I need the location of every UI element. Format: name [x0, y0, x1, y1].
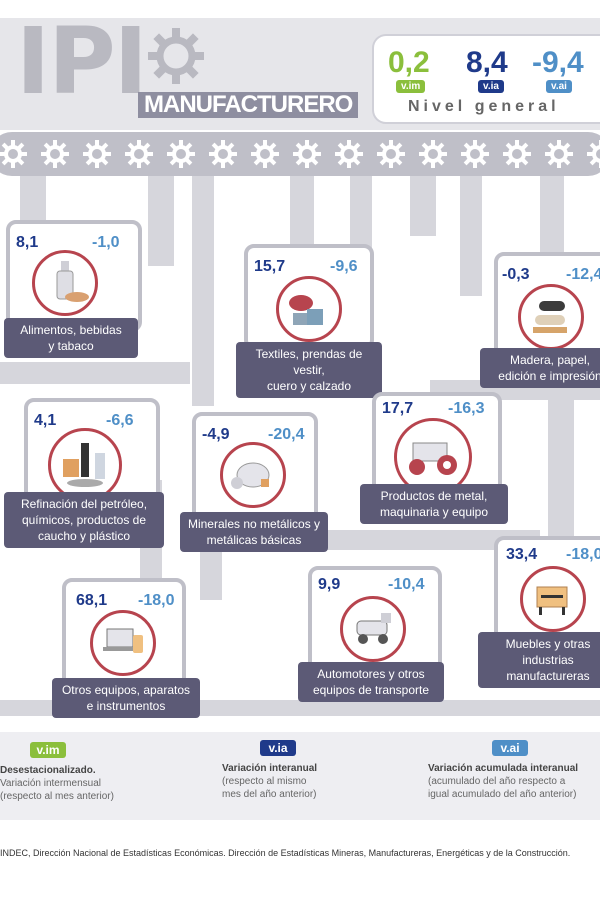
- nivel-vai-tag: v.ai: [546, 80, 572, 93]
- sector-vai-value: -9,6: [330, 258, 358, 275]
- gear-icon: [418, 139, 448, 169]
- nivel-general-label: Nivel general: [408, 98, 560, 115]
- sector-vai-value: -1,0: [92, 234, 120, 251]
- sector-label: Productos de metal,maquinaria y equipo: [360, 484, 508, 524]
- page-title: IPI: [16, 8, 148, 115]
- gear-icon: [40, 139, 70, 169]
- gear-icon: [376, 139, 406, 169]
- pipe: [148, 176, 174, 266]
- sector-label: Refinación del petróleo,químicos, produc…: [4, 492, 164, 548]
- gear-icon: [502, 139, 532, 169]
- gear-icon: [124, 139, 154, 169]
- sector-via-value: -0,3: [502, 266, 530, 283]
- sector-via-value: 68,1: [76, 592, 108, 609]
- sector-via-value: 8,1: [16, 234, 39, 251]
- gear-icon: [148, 28, 204, 84]
- gear-icon: [250, 139, 280, 169]
- pipe: [460, 176, 482, 296]
- legend-vim-tag: v.im: [30, 742, 66, 758]
- bottle-bread-icon: [32, 250, 98, 316]
- paper-roll-icon: [518, 284, 584, 350]
- pipe: [200, 540, 222, 600]
- sector-via-value: 4,1: [34, 412, 57, 429]
- pipe: [540, 176, 564, 252]
- nivel-vim-tag: v.im: [396, 80, 426, 93]
- pipe: [192, 176, 214, 406]
- car-icon: [340, 596, 406, 662]
- legend-vim-text: Desestacionalizado.Variación intermensua…: [0, 765, 114, 802]
- gear-icon: [0, 139, 28, 169]
- sector-via-value: 33,4: [506, 546, 538, 563]
- gear-icon: [334, 139, 364, 169]
- furniture-icon: [520, 566, 586, 632]
- tractor-icon: [394, 418, 472, 496]
- pipe: [290, 176, 314, 246]
- pipe: [20, 176, 46, 220]
- pipe: [300, 530, 540, 550]
- laptop-icon: [90, 610, 156, 676]
- sector-vai-value: -18,0: [138, 592, 175, 609]
- sector-vai-value: -6,6: [106, 412, 134, 429]
- sector-label: Madera, papel,edición e impresión: [480, 348, 600, 388]
- sector-vai-value: -10,4: [388, 576, 425, 593]
- gear-icon: [460, 139, 490, 169]
- sector-vai-value: -18,0: [566, 546, 600, 563]
- pipe: [410, 176, 436, 236]
- pipe: [548, 380, 574, 540]
- minerals-icon: [220, 442, 286, 508]
- nivel-via-value: 8,4: [466, 46, 508, 79]
- chemical-icon: [48, 428, 122, 502]
- source-footnote: INDEC, Dirección Nacional de Estadística…: [0, 848, 571, 858]
- gear-icon: [544, 139, 574, 169]
- sector-via-value: 9,9: [318, 576, 341, 593]
- sector-via-value: 17,7: [382, 400, 414, 417]
- gear-icon: [292, 139, 322, 169]
- gear-icon: [208, 139, 238, 169]
- legend-vai-text: Variación acumulada interanual(acumulado…: [428, 763, 579, 800]
- gear-icon: [82, 139, 112, 169]
- sector-label: Textiles, prendas de vestir,cuero y calz…: [236, 342, 382, 398]
- sector-via-value: 15,7: [254, 258, 286, 275]
- sector-vai-value: -12,4: [566, 266, 600, 283]
- legend-via-tag: v.ia: [260, 740, 296, 756]
- sector-via-value: -4,9: [202, 426, 230, 443]
- gear-icon: [166, 139, 196, 169]
- pipe: [0, 362, 190, 384]
- legend-vai-tag: v.ai: [492, 740, 528, 756]
- nivel-vai-value: -9,4: [532, 46, 584, 79]
- gear-icon: [586, 139, 600, 169]
- nivel-via-tag: v.ia: [478, 80, 504, 93]
- nivel-vim-value: 0,2: [388, 46, 430, 79]
- sector-vai-value: -16,3: [448, 400, 485, 417]
- nivel-general-panel: [372, 34, 600, 124]
- sector-vai-value: -20,4: [268, 426, 305, 443]
- page-subtitle: MANUFACTURERO: [138, 92, 359, 118]
- textile-icon: [276, 276, 342, 342]
